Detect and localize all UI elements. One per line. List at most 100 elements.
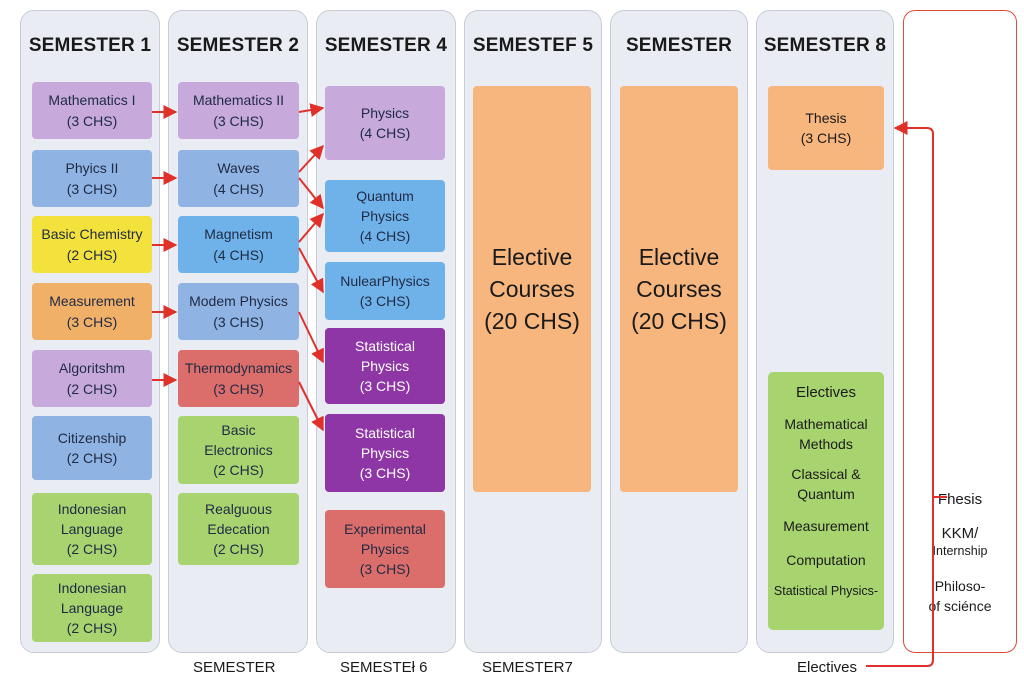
course-name: Statistical Physics (355, 424, 415, 461)
course-credits: (2 CHS) (66, 450, 118, 466)
course-credits: (4 CHS) (213, 246, 264, 263)
side-philosophy-label: Philoso- of sciénce (928, 578, 992, 614)
course-name: Indonesian Language (57, 579, 127, 616)
course-name: Basic Chemistry (41, 226, 143, 243)
course-citizenship: Citizenship (2 CHS) (32, 416, 152, 480)
course-credits: (2 CHS) (66, 246, 118, 263)
course-name: Waves (217, 160, 260, 177)
course-name: Realguous Edecation (205, 500, 272, 537)
course-nuclear-physics: NulearPhysics (3 CHS) (325, 262, 445, 320)
course-name: Measurement (49, 293, 135, 310)
course-name: Thesis (805, 109, 847, 126)
course-measurement: Measurement (3 CHS) (32, 283, 152, 340)
arrow-magnetism-to-quantum (298, 212, 324, 243)
column-title: SEMESTER 4 (324, 35, 448, 56)
course-basic-chemistry: Basic Chemistry (2 CHS) (32, 216, 152, 273)
course-indonesian-language: Indonesian Language (2 CHS) (32, 574, 152, 642)
requirements-panel: Fhesis KKM/ Internship Philoso- of scién… (903, 10, 1017, 653)
side-thesis-label: Fhesis (937, 491, 983, 508)
arrow-magnetism-to-nuclear (298, 247, 324, 294)
side-internship-label: Internship (932, 544, 988, 558)
course-thermodynamics: Thermodynamics (3 CHS) (178, 350, 299, 407)
arrow-waves-to-quantum (298, 177, 324, 210)
column-title: SEMESTER 2 (176, 35, 300, 56)
course-physics: Physics (4 CHS) (325, 86, 445, 160)
course-credits: (4 CHS) (213, 180, 264, 197)
course-statistical-physics: Statistical Physics (3 CHS) (325, 414, 445, 492)
elective-item: Classical & Quantum (791, 466, 861, 503)
elective-item: Mathematical Methods (784, 416, 868, 453)
elective-item: Computation (786, 552, 866, 568)
elective-courses-block: Elective Courses (20 CHS) (473, 86, 591, 492)
course-credits: (3 CHS) (359, 378, 411, 395)
column-title: SEMESTER 8 (763, 35, 887, 56)
side-kkm-label: KKM/ (941, 525, 979, 542)
column-title: SEMESTEF 5 (472, 35, 594, 56)
course-mathematics-2: Mathematics II (3 CHS) (178, 82, 299, 139)
course-magnetism: Magnetism (4 CHS) (178, 216, 299, 273)
course-indonesian-language: Indonesian Language (2 CHS) (32, 493, 152, 565)
arrow-thermo-to-statistical (298, 381, 324, 432)
course-quantum-physics: Quantum Physics (4 CHS) (325, 180, 445, 252)
course-name: Magnetism (204, 226, 273, 243)
footer-semester-label: SEMESTER (193, 659, 276, 676)
course-name: Statistical Physics (355, 337, 415, 374)
course-physics-2: Phyics II (3 CHS) (32, 150, 152, 207)
course-name: Mathematics I (48, 92, 136, 109)
course-credits: (4 CHS) (359, 228, 411, 245)
column-title: SEMESTER (625, 35, 733, 56)
course-name: Indonesian Language (57, 500, 127, 537)
course-name: Basic Electronics (204, 421, 273, 458)
course-name: Physics (360, 104, 410, 121)
arrow-math2-to-physics (298, 103, 325, 117)
course-credits: (3 CHS) (213, 313, 264, 330)
course-credits: (3 CHS) (66, 112, 118, 129)
elective-label: Elective Courses (20 CHS) (631, 243, 727, 335)
course-name: Phyics II (65, 160, 119, 177)
course-thesis: Thesis (3 CHS) (768, 86, 884, 170)
course-name: Modem Physics (189, 293, 288, 310)
electives-title: Electives (795, 384, 857, 401)
elective-courses-block: Elective Courses (20 CHS) (620, 86, 738, 492)
elective-item: Statistical Physics- (773, 584, 879, 598)
course-religious-education: Realguous Edecation (2 CHS) (178, 493, 299, 565)
footer-semester-6-label: SEMESTEł 6 (340, 659, 428, 676)
course-name: Thermodynamics (184, 360, 293, 377)
course-credits: (3 CHS) (213, 112, 264, 129)
elective-item: Measurement (783, 518, 869, 534)
course-name: Citizenship (57, 429, 127, 446)
course-algorithm: Algoritshm (2 CHS) (32, 350, 152, 407)
course-name: Experimental Physics (344, 520, 426, 557)
course-credits: (2 CHS) (213, 541, 264, 558)
course-credits: (3 CHS) (359, 465, 411, 482)
course-name: NulearPhysics (340, 272, 430, 289)
elective-label: Elective Courses (20 CHS) (484, 243, 580, 335)
footer-semester-7-label: SEMESTER7 (482, 659, 573, 676)
course-name: Mathematics II (192, 92, 285, 109)
course-name: Quantum Physics (356, 187, 414, 224)
arrow-modern-to-statistical (298, 311, 324, 364)
course-credits: (3 CHS) (359, 293, 411, 309)
course-credits: (4 CHS) (359, 125, 411, 141)
column-title: SEMESTER 1 (28, 35, 152, 56)
course-credits: (3 CHS) (213, 380, 264, 397)
course-credits: (3 CHS) (66, 313, 118, 330)
course-credits: (3 CHS) (66, 180, 118, 197)
arrow-electives-to-thesis (866, 121, 934, 667)
footer-electives-label: Electives (797, 659, 858, 676)
course-credits: (2 CHS) (66, 541, 118, 558)
course-basic-electronics: Basic Electronics (2 CHS) (178, 416, 299, 484)
electives-list: Electives Mathematical Methods Classical… (768, 372, 884, 630)
course-credits: (2 CHS) (66, 620, 118, 637)
course-credits: (3 CHS) (800, 130, 852, 146)
arrow-waves-to-physics (298, 144, 324, 173)
course-experimental-physics: Experimental Physics (3 CHS) (325, 510, 445, 588)
course-modern-physics: Modem Physics (3 CHS) (178, 283, 299, 340)
course-statistical-physics: Statistical Physics (3 CHS) (325, 328, 445, 404)
course-waves: Waves (4 CHS) (178, 150, 299, 207)
course-mathematics-1: Mathematics I (3 CHS) (32, 82, 152, 139)
course-credits: (3 CHS) (359, 561, 411, 578)
course-name: Algoritshm (58, 360, 126, 377)
course-credits: (2 CHS) (213, 462, 264, 479)
